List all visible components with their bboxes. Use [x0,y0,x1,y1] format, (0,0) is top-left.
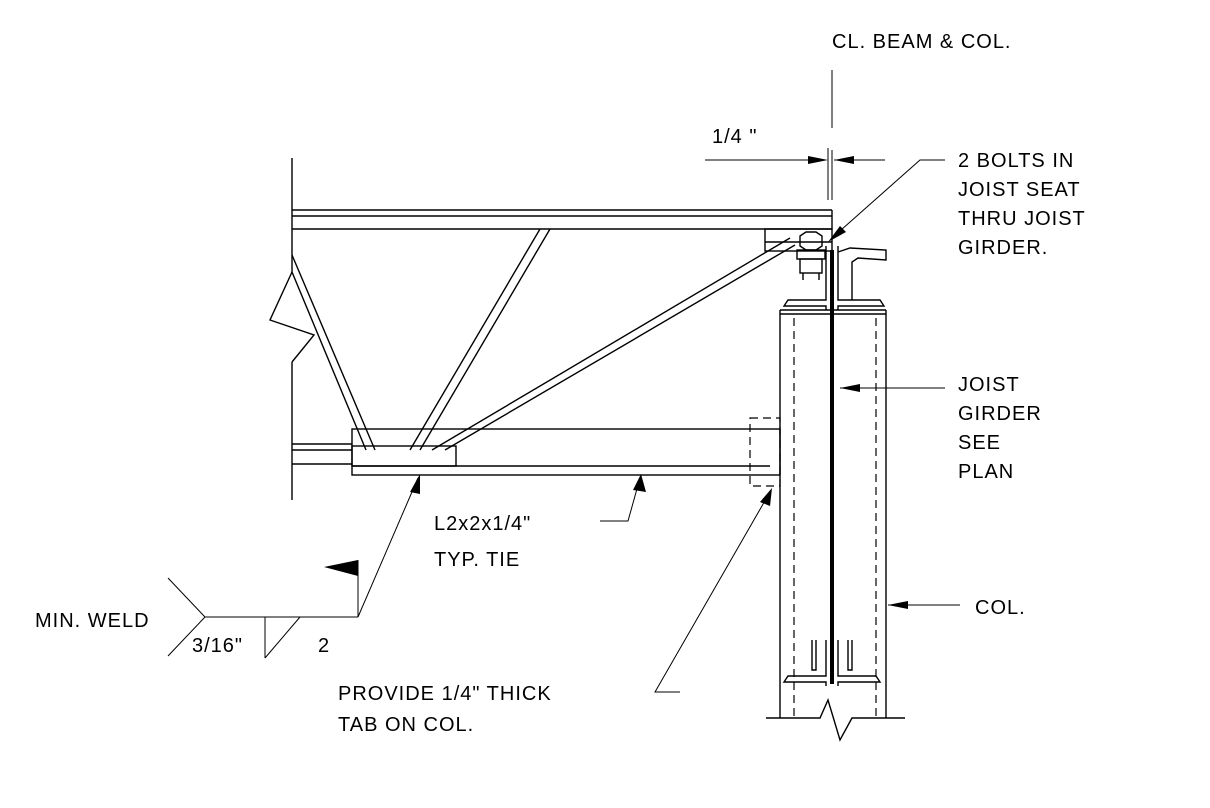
dimension-label: 1/4 " [712,126,757,148]
girder-note-line2: GIRDER [958,403,1042,425]
centerline-label: CL. BEAM & COL. [832,31,1012,53]
girder-bottom-chord [782,640,882,686]
weld-size-label: 3/16" [192,635,243,657]
bolts-note-line2: JOIST SEAT [958,179,1081,201]
column-tab [749,417,781,487]
girder-note-line4: PLAN [958,461,1014,483]
weld-length-label: 2 [318,635,330,657]
girder-note-line3: SEE [958,432,1001,454]
weld-symbol [167,474,420,659]
joist-seat [764,228,833,252]
joist-top-chord [292,209,833,230]
joist-break-line [269,158,316,500]
column [766,309,905,742]
tie-note-line1: L2x2x1/4" [434,513,531,535]
bolt-assembly [796,231,826,280]
quarter-inch-dimension [705,148,885,200]
tie-note-line2: TYP. TIE [434,549,520,571]
weld-tail-label: MIN. WELD [35,610,150,632]
tab-note-line2: TAB ON COL. [338,714,474,736]
girder-top-chord [782,246,887,310]
l2x2-tie [351,428,781,476]
column-label: COL. [975,597,1026,619]
joist-bottom-chord [292,443,352,465]
leader-lines [600,159,960,693]
tab-note-line1: PROVIDE 1/4" THICK [338,683,552,705]
girder-note-line1: JOIST [958,374,1020,396]
bolts-note-line1: 2 BOLTS IN [958,150,1074,172]
bolts-note-line3: THRU JOIST [958,208,1086,230]
bolts-note-line4: GIRDER. [958,237,1048,259]
joist-web-members [291,228,796,451]
